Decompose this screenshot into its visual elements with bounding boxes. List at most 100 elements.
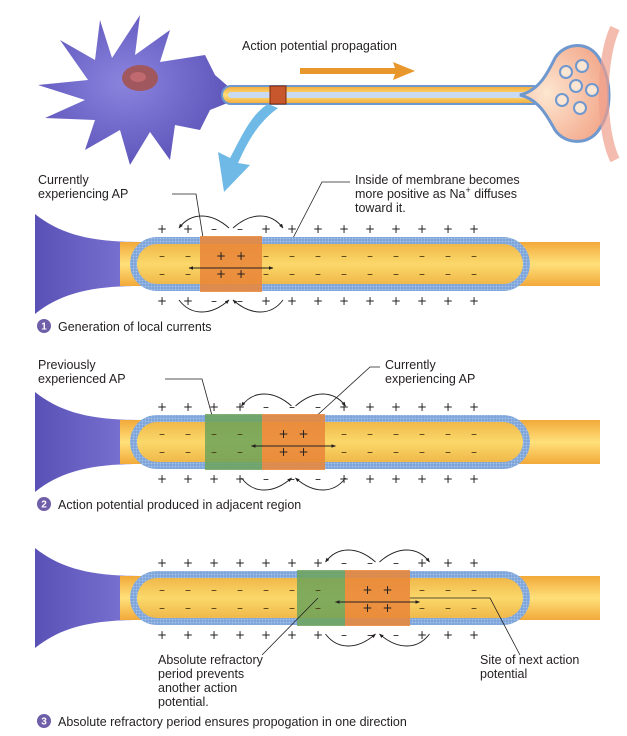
panel2-right-callout-line2: experiencing AP: [385, 372, 475, 386]
panel1-right-callout-line2: more positive as Na+ diffuses: [355, 185, 517, 201]
panel1-inner-minus: –: [393, 249, 399, 263]
panel1-right-callout-line1: Inside of membrane becomes: [355, 173, 520, 187]
panel3-outer-minus: –: [367, 556, 373, 570]
panel3-inner-minus: –: [445, 601, 451, 615]
panel3-outer-plus: +: [235, 628, 245, 642]
panel2-left-callout-line2: experienced AP: [38, 372, 126, 386]
nucleolus: [130, 72, 146, 82]
panel3-inner-minus: –: [471, 601, 477, 615]
panel2-inner-minus: –: [367, 445, 373, 459]
panel2-inner-plus: +: [278, 427, 288, 441]
panel-2: Previously experienced AP Currently expe…: [35, 358, 600, 512]
panel3-left-callout-line2: period prevents: [158, 667, 244, 681]
panel2-inner-minus: –: [185, 445, 191, 459]
panel1-inner-minus: –: [393, 267, 399, 281]
panel2-inner-minus: –: [341, 445, 347, 459]
panel3-outer-plus: +: [417, 556, 427, 570]
synaptic-vesicles: [555, 59, 599, 115]
panel1-inner-minus: –: [263, 249, 269, 263]
panel3-outer-minus: –: [393, 628, 399, 642]
zoom-arrow-icon: [218, 104, 278, 192]
panel2-outer-minus: –: [289, 400, 295, 414]
panel2-outer-plus: +: [391, 400, 401, 414]
panel2-left-leader: [165, 378, 217, 431]
panel-3: ++++++––++––++––++––++––++––++––––––––++…: [35, 548, 600, 729]
panel3-inner-minus: –: [471, 583, 477, 597]
panel1-inner-plus: +: [236, 249, 246, 263]
panel1-inner-minus: –: [341, 249, 347, 263]
panel2-axoplasm: [137, 422, 523, 462]
panel1-outer-plus: +: [469, 294, 479, 308]
synapse-cleft: [598, 25, 620, 163]
panel3-inner-minus: –: [185, 583, 191, 597]
panel2-outer-plus: +: [365, 472, 375, 486]
panel3-inner-minus: –: [237, 601, 243, 615]
panel1-inner-minus: –: [159, 249, 165, 263]
panel1-outer-minus: –: [211, 222, 217, 236]
panel2-outer-plus: +: [339, 472, 349, 486]
panel2-outer-plus: +: [443, 472, 453, 486]
panel1-outer-plus: +: [157, 222, 167, 236]
panel1-inner-minus: –: [315, 249, 321, 263]
panel1-outer-plus: +: [365, 222, 375, 236]
panel1-current-arrow: [232, 215, 284, 229]
panel1-inner-plus: +: [236, 267, 246, 281]
panel2-inner-minus: –: [367, 427, 373, 441]
panel1-inner-plus: +: [216, 267, 226, 281]
top-axon-segment: [269, 85, 287, 105]
panel1-outer-plus: +: [417, 222, 427, 236]
panel3-inner-plus: +: [382, 601, 392, 615]
panel3-inner-minus: –: [211, 583, 217, 597]
panel2-inner-minus: –: [419, 427, 425, 441]
panel3-inner-minus: –: [263, 601, 269, 615]
panel3-inner-minus: –: [237, 583, 243, 597]
panel2-inner-minus: –: [159, 445, 165, 459]
panel3-left-callout-line1: Absolute refractory: [158, 653, 264, 667]
panel3-inner-minus: –: [185, 601, 191, 615]
panel2-inner-plus: +: [278, 445, 288, 459]
panel3-outer-minus: –: [341, 628, 347, 642]
panel1-current-arrow: [178, 299, 230, 313]
panel2-inner-minus: –: [185, 427, 191, 441]
panel1-inner-minus: –: [289, 267, 295, 281]
panel1-outer-plus: +: [469, 222, 479, 236]
panel1-inner-minus: –: [315, 267, 321, 281]
panel1-axon-hillock: [35, 214, 140, 314]
panel2-outer-minus: –: [315, 400, 321, 414]
panel2-outer-plus: +: [235, 472, 245, 486]
panel2-outer-plus: +: [339, 400, 349, 414]
panel3-left-callout-line3: another action: [158, 681, 237, 695]
panel2-outer-plus: +: [183, 472, 193, 486]
panel1-inner-minus: –: [445, 249, 451, 263]
panel1-left-callout-line2: experiencing AP: [38, 187, 128, 201]
panel1-current-arrow: [178, 215, 230, 229]
panel1-inner-minus: –: [471, 249, 477, 263]
panel1-inner-minus: –: [289, 249, 295, 263]
panel3-step-badge: [37, 714, 51, 728]
panel3-inner-minus: –: [159, 601, 165, 615]
panel3-inner-plus: +: [362, 583, 372, 597]
panel2-outer-minus: –: [263, 400, 269, 414]
panel3-outer-plus: +: [183, 556, 193, 570]
panel2-outer-plus: +: [365, 400, 375, 414]
panel2-outer-plus: +: [157, 472, 167, 486]
panel2-inner-minus: –: [211, 445, 217, 459]
panel3-axon-hillock: [35, 548, 140, 648]
panel2-outer-plus: +: [183, 400, 193, 414]
panel3-outer-plus: +: [313, 628, 323, 642]
panel1-outer-plus: +: [443, 222, 453, 236]
panel1-inner-minus: –: [341, 267, 347, 281]
panel1-outer-plus: +: [287, 222, 297, 236]
panel3-inner-minus: –: [289, 583, 295, 597]
panel2-left-callout-line1: Previously: [38, 358, 96, 372]
panel3-outer-plus: +: [209, 556, 219, 570]
panel3-inner-minus: –: [419, 583, 425, 597]
panel2-current-arrow: [295, 393, 346, 407]
panel3-refractory-region: [297, 570, 345, 626]
propagation-title: Action potential propagation: [242, 39, 397, 53]
panel3-current-arrow: [325, 633, 376, 647]
panel2-inner-minus: –: [445, 445, 451, 459]
panel1-outer-plus: +: [261, 222, 271, 236]
panel2-inner-minus: –: [393, 445, 399, 459]
panel1-inner-minus: –: [445, 267, 451, 281]
